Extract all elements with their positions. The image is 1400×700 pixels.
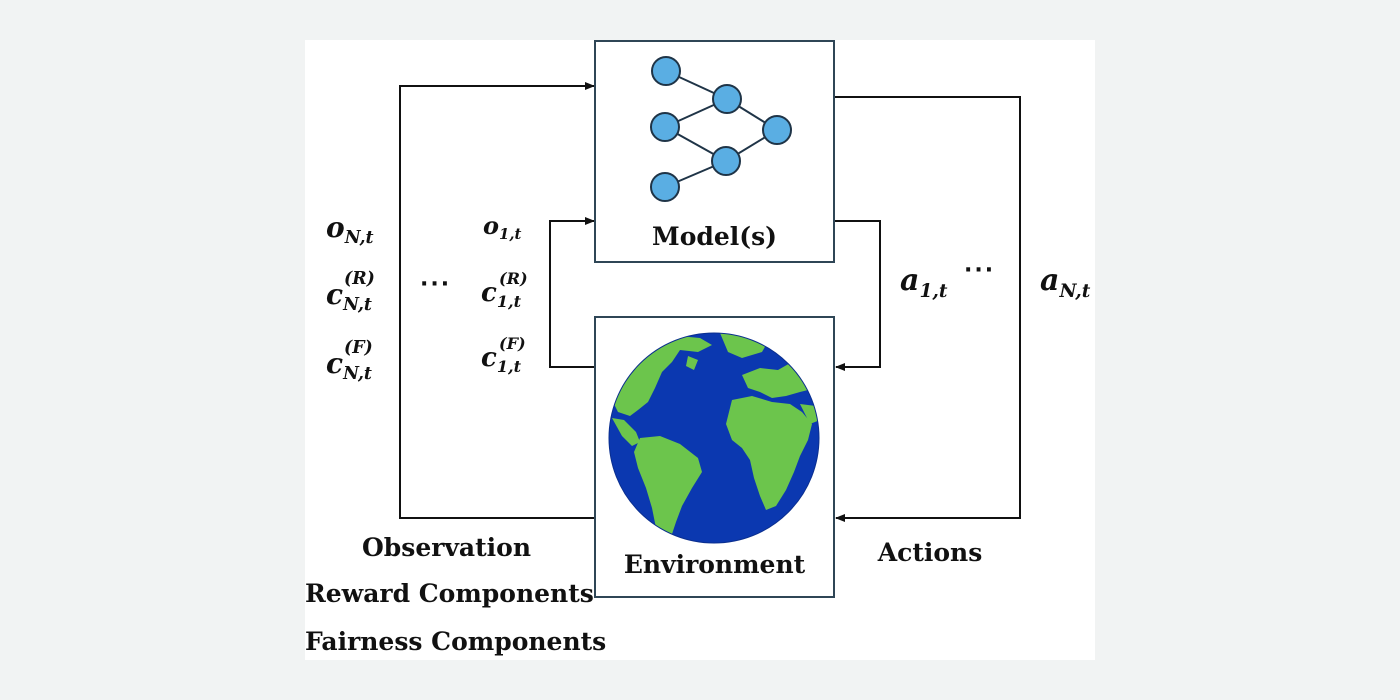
nn-node — [650, 172, 680, 202]
symbol-o-1-t: o1,t — [483, 211, 522, 244]
nn-node — [712, 84, 742, 114]
model-label: Model(s) — [652, 222, 777, 251]
symbol-a-1-t: a1,t — [900, 263, 948, 302]
globe-icon — [608, 332, 820, 544]
right-ellipsis: ··· — [964, 258, 996, 283]
observation-inner-arrow — [549, 217, 596, 368]
action-outer-arrow — [834, 96, 1021, 522]
symbol-c-N-t-R: c(R)N,t — [326, 269, 375, 316]
observation-outer-arrow — [399, 82, 596, 519]
actions-label: Actions — [877, 538, 983, 567]
observation-label: Observation — [361, 533, 532, 562]
fairness-components-label: Fairness Components — [305, 627, 607, 656]
symbol-c-1-t-R: c(R)1,t — [481, 269, 528, 311]
left-ellipsis: ··· — [420, 272, 452, 297]
neural-network-icon — [650, 56, 792, 202]
nn-node — [762, 115, 792, 145]
nn-node — [651, 56, 681, 86]
symbol-c-1-t-F: c(F)1,t — [481, 334, 526, 376]
nn-node — [711, 146, 741, 176]
reward-components-label: Reward Components — [305, 579, 594, 608]
symbol-c-N-t-F: c(F)N,t — [326, 338, 373, 385]
action-inner-arrow — [834, 220, 881, 371]
symbol-a-N-t: aN,t — [1040, 263, 1091, 302]
nn-node — [650, 112, 680, 142]
environment-label: Environment — [623, 550, 806, 579]
symbol-o-N-t: oN,t — [326, 211, 374, 249]
